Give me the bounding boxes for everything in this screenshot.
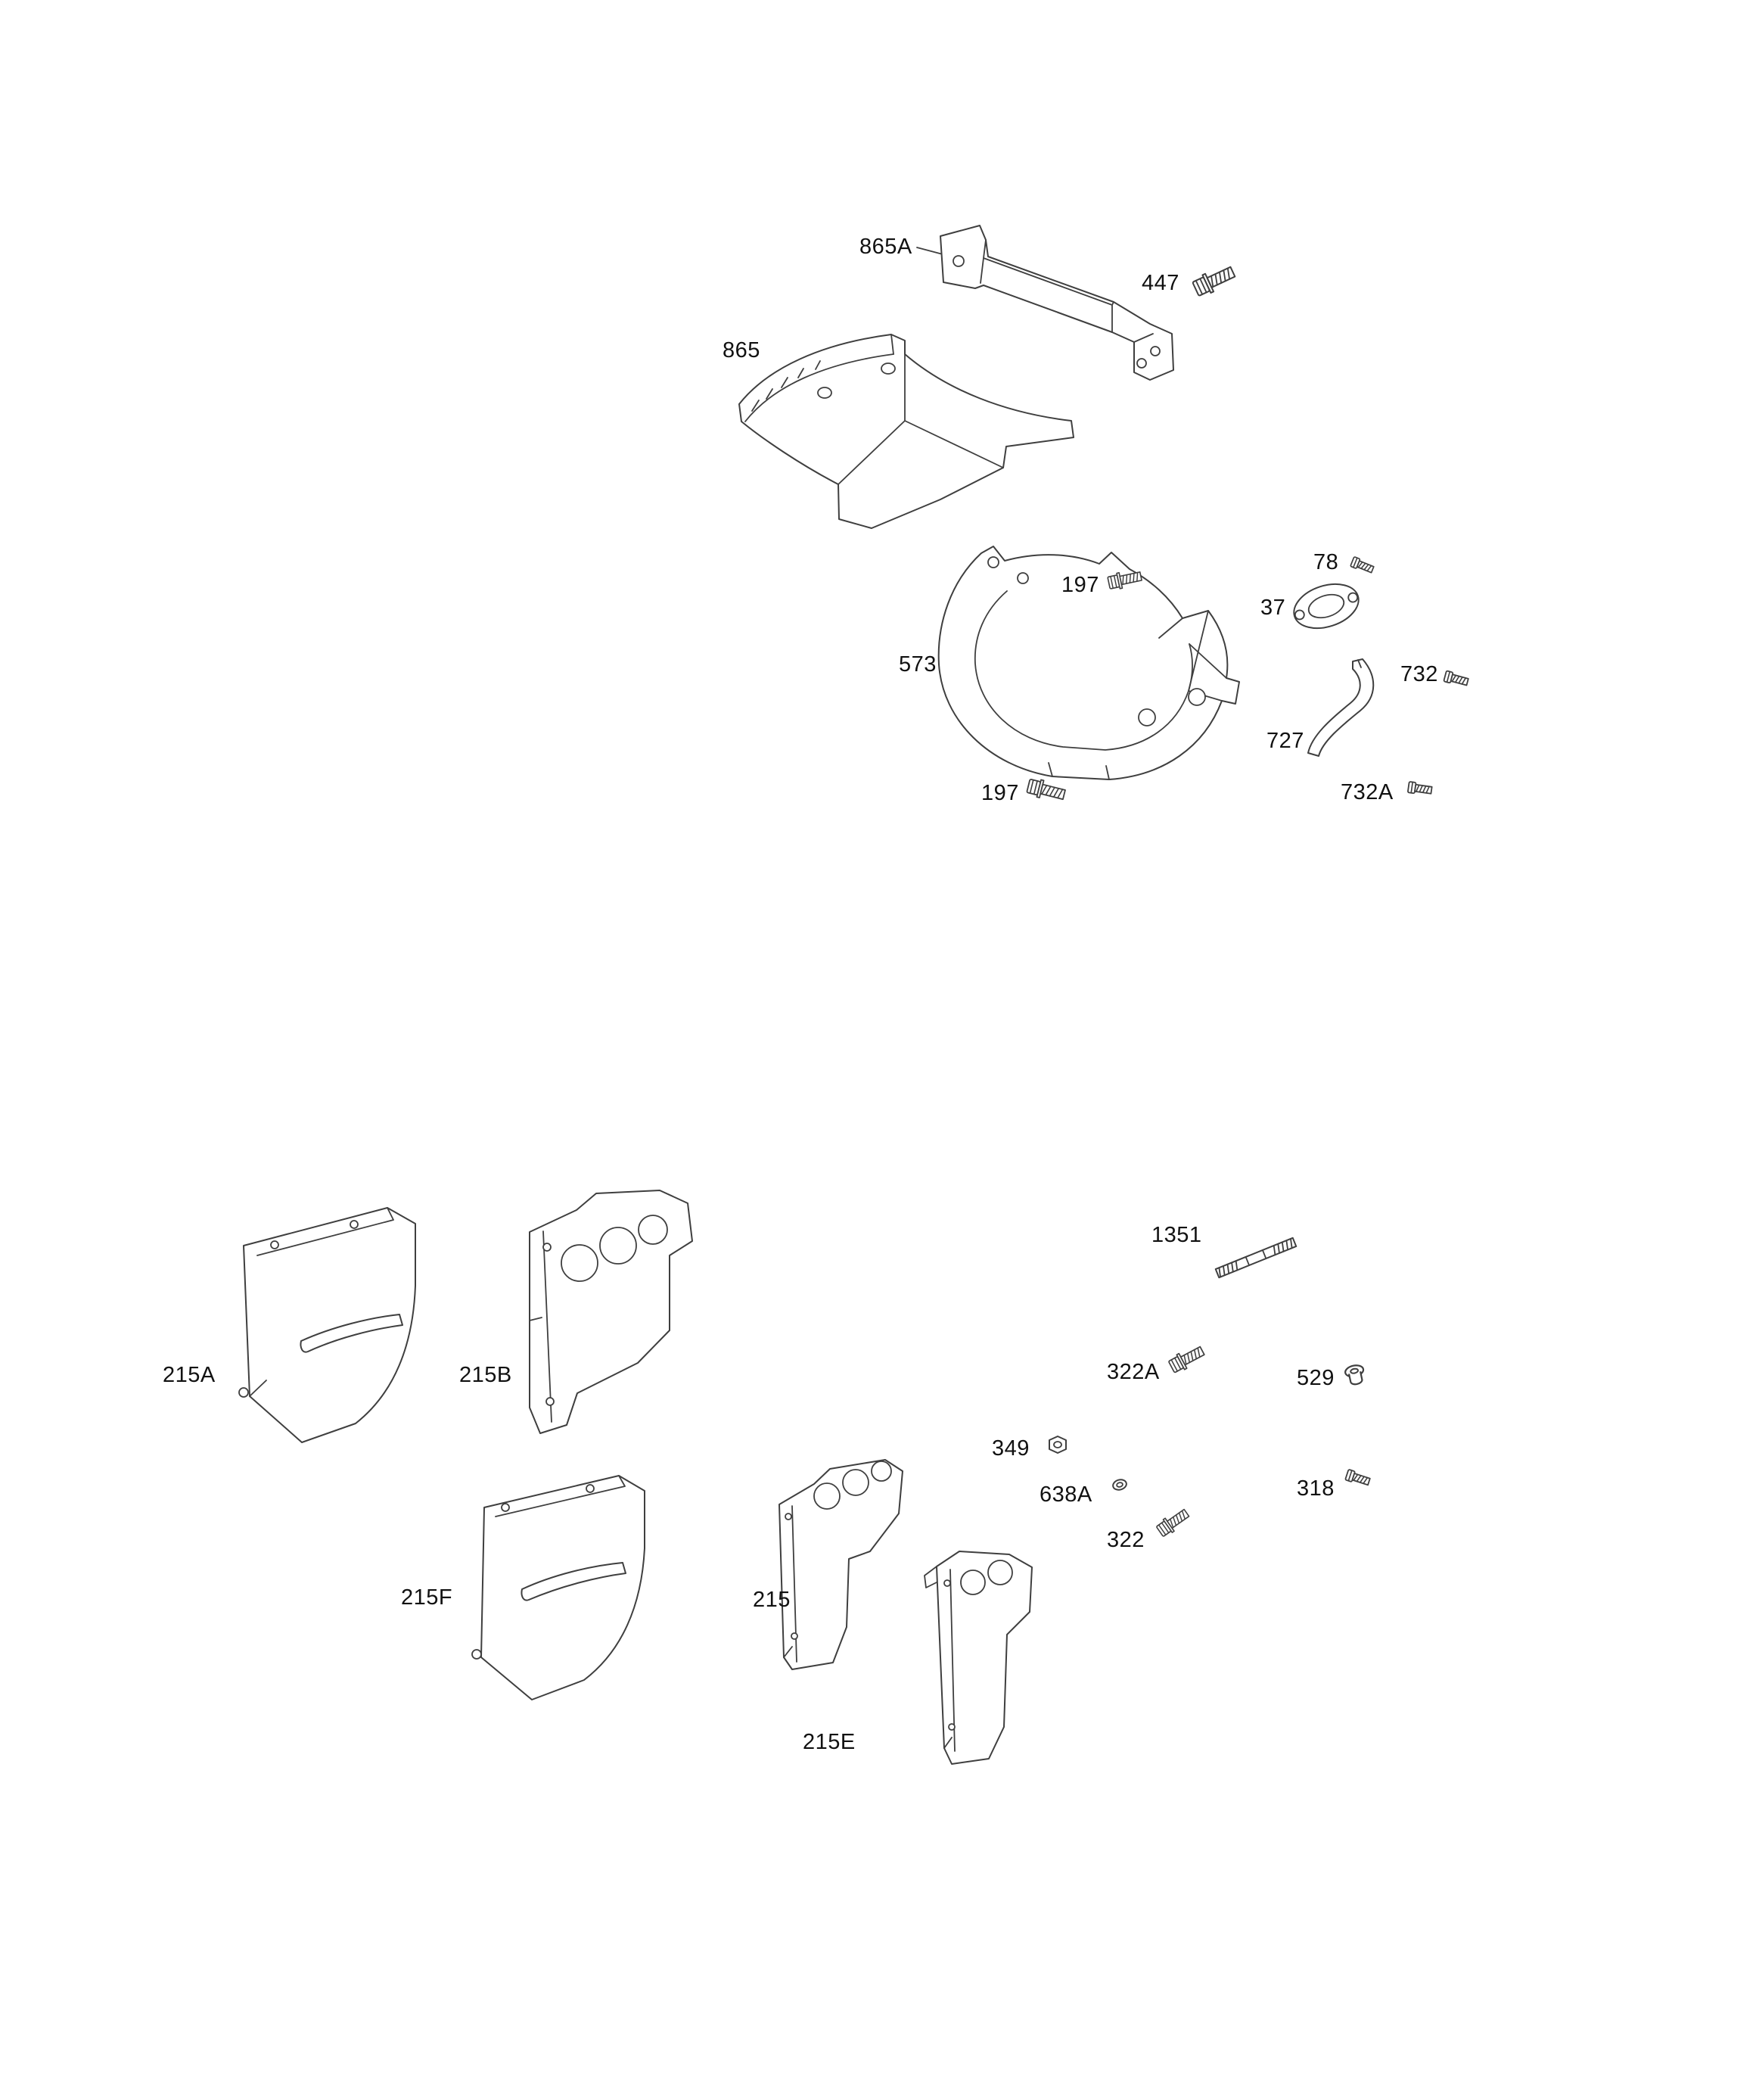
part-drawing-865A	[916, 225, 1174, 381]
part-label-865: 865	[723, 338, 760, 362]
leader-line-865A	[916, 247, 943, 255]
part-drawing-215B	[529, 1190, 693, 1434]
part-label-732A: 732A	[1341, 780, 1394, 804]
part-drawing-215	[778, 1459, 903, 1670]
part-label-447: 447	[1142, 271, 1179, 295]
part-label-318: 318	[1297, 1476, 1335, 1501]
part-drawing-215F	[471, 1475, 645, 1700]
screw-icon-732A	[1406, 780, 1433, 797]
part-label-529: 529	[1297, 1366, 1335, 1390]
nut-icon-349	[1049, 1436, 1067, 1454]
part-label-78: 78	[1313, 550, 1339, 574]
screw-icon-78	[1349, 555, 1375, 575]
part-label-197-lower: 197	[981, 781, 1019, 805]
part-drawing-215A	[238, 1207, 416, 1443]
part-label-865A: 865A	[859, 235, 912, 259]
part-label-322A: 322A	[1107, 1360, 1160, 1384]
part-drawing-865	[738, 334, 1074, 529]
part-label-37: 37	[1260, 596, 1286, 620]
screw-icon-732	[1443, 670, 1470, 689]
part-label-573: 573	[899, 652, 937, 677]
bolt-icon-322	[1155, 1505, 1192, 1539]
part-drawing-573	[937, 546, 1240, 780]
part-label-215B: 215B	[459, 1363, 512, 1387]
part-label-732: 732	[1400, 662, 1438, 686]
bolt-icon-322A	[1167, 1342, 1207, 1375]
bolt-icon-197-lower	[1025, 776, 1068, 804]
part-drawing-215E	[924, 1551, 1033, 1765]
part-label-215: 215	[753, 1588, 791, 1612]
washer-icon-638A	[1111, 1477, 1129, 1492]
part-label-727: 727	[1266, 729, 1304, 753]
part-label-197-upper: 197	[1061, 573, 1099, 597]
part-label-215F: 215F	[401, 1585, 453, 1610]
part-drawing-727	[1307, 658, 1375, 757]
part-label-215E: 215E	[803, 1730, 856, 1754]
part-label-638A: 638A	[1040, 1482, 1092, 1507]
grommet-icon-529	[1343, 1363, 1367, 1387]
part-label-322: 322	[1107, 1528, 1145, 1552]
part-label-215A: 215A	[163, 1363, 216, 1387]
part-label-349: 349	[992, 1436, 1030, 1461]
screw-icon-318	[1344, 1468, 1372, 1488]
part-label-1351: 1351	[1151, 1223, 1202, 1247]
bolt-icon-447	[1190, 262, 1238, 299]
stud-icon-1351	[1214, 1237, 1297, 1279]
part-drawing-37-gasket	[1293, 583, 1360, 630]
